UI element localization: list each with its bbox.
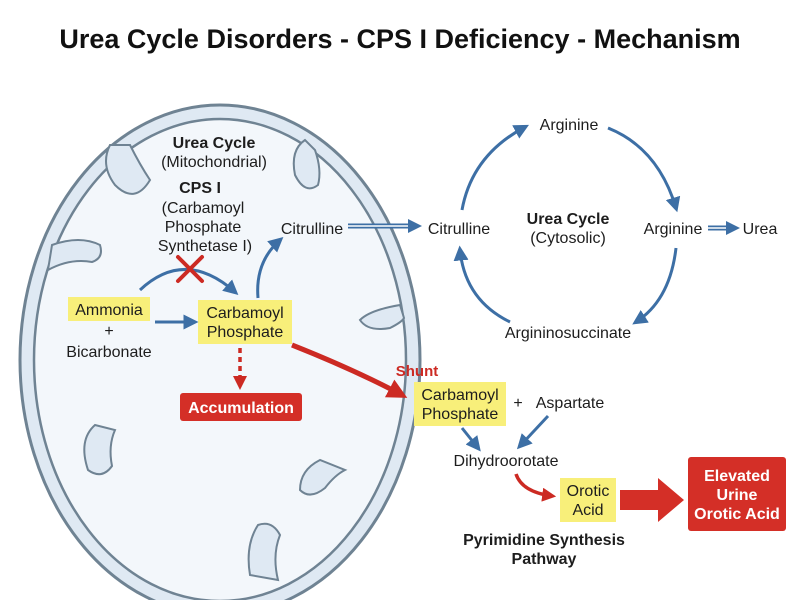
arginine-to-argininosuccinate-arrow — [632, 247, 678, 325]
orotic-to-urine-arrow — [620, 478, 684, 522]
plus-sign: + — [104, 323, 113, 340]
enzyme-name-line1: (Carbamoyl — [162, 200, 245, 217]
mito-citrulline-label: Citrulline — [281, 221, 343, 238]
cyto-cycle-title: Urea Cycle — [527, 211, 610, 228]
pathway-label-line2: Pathway — [512, 551, 577, 568]
bicarbonate-label: Bicarbonate — [66, 344, 151, 361]
elevated-line1: Elevated — [704, 468, 770, 485]
elevated-line3: Orotic Acid — [694, 506, 780, 523]
accumulation-label: Accumulation — [188, 400, 294, 417]
dihydroorotate-to-orotic-arrow — [514, 473, 557, 502]
cristae — [46, 138, 406, 582]
crista — [83, 423, 117, 476]
crista — [105, 144, 152, 195]
argininosuccinate-label: Argininosuccinate — [505, 325, 631, 342]
orotic-acid-line2: Acid — [572, 502, 603, 519]
cps1-block-x-icon — [176, 255, 204, 283]
mito-carbamoyl-line1: Carbamoyl — [206, 305, 283, 322]
argininosuccinate-to-citrulline-arrow — [453, 245, 511, 324]
pyrimidine-plus-sign: + — [513, 395, 522, 412]
mito-carbamoyl-phosphate-highlight — [198, 300, 292, 344]
arginine-cycle-arrow — [607, 126, 681, 213]
cyto-carbamoyl-line1: Carbamoyl — [421, 387, 498, 404]
mito-cycle-subtitle: (Mitochondrial) — [161, 154, 267, 171]
crista — [247, 522, 282, 582]
crista — [46, 239, 102, 272]
orotic-acid-highlight — [560, 478, 616, 522]
pathway-label-line1: Pyrimidine Synthesis — [463, 532, 625, 549]
enzyme-title: CPS I — [179, 180, 221, 197]
carbamoyl-to-dihydroorotate-arrow — [460, 427, 481, 452]
orotic-acid-line1: Orotic — [567, 483, 610, 500]
elevated-line2: Urine — [717, 487, 758, 504]
urea-label: Urea — [743, 221, 778, 238]
arginine-to-urea-arrow — [708, 221, 740, 235]
cyto-citrulline-label: Citrulline — [428, 221, 490, 238]
ammonia-highlight — [68, 297, 150, 321]
enzyme-name-line3: Synthetase I) — [158, 238, 252, 255]
elevated-urine-orotic-acid-box — [688, 457, 786, 531]
crista — [292, 138, 321, 190]
citrulline-to-arginine-arrow — [460, 124, 529, 211]
arginine-right-label: Arginine — [644, 221, 703, 238]
carbamoyl-to-citrulline-arrow — [256, 237, 284, 299]
shunt-label: Shunt — [396, 363, 439, 380]
cyto-carbamoyl-line2: Phosphate — [422, 406, 499, 423]
accumulation-box — [180, 393, 302, 421]
enzyme-name-line2: Phosphate — [165, 219, 242, 236]
crista — [358, 303, 406, 330]
mito-carbamoyl-line2: Phosphate — [207, 324, 284, 341]
cyto-cycle-subtitle: (Cytosolic) — [530, 230, 606, 247]
citrulline-transport-arrow — [348, 219, 422, 233]
aspartate-to-dihydroorotate-arrow — [516, 414, 550, 450]
page-title: Urea Cycle Disorders - CPS I Deficiency … — [59, 24, 740, 54]
accumulation-arrowhead — [233, 376, 247, 390]
dihydroorotate-label: Dihydroorotate — [454, 453, 559, 470]
ammonia-label: Ammonia — [75, 302, 143, 319]
mitochondrion — [18, 103, 422, 600]
crista — [298, 458, 348, 496]
arginine-top-label: Arginine — [540, 117, 599, 134]
cps1-reaction-arrow — [138, 268, 239, 295]
mito-cycle-title: Urea Cycle — [173, 135, 256, 152]
cyto-carbamoyl-phosphate-highlight — [414, 382, 506, 426]
shunt-arrow — [291, 342, 408, 398]
aspartate-label: Aspartate — [536, 395, 605, 412]
